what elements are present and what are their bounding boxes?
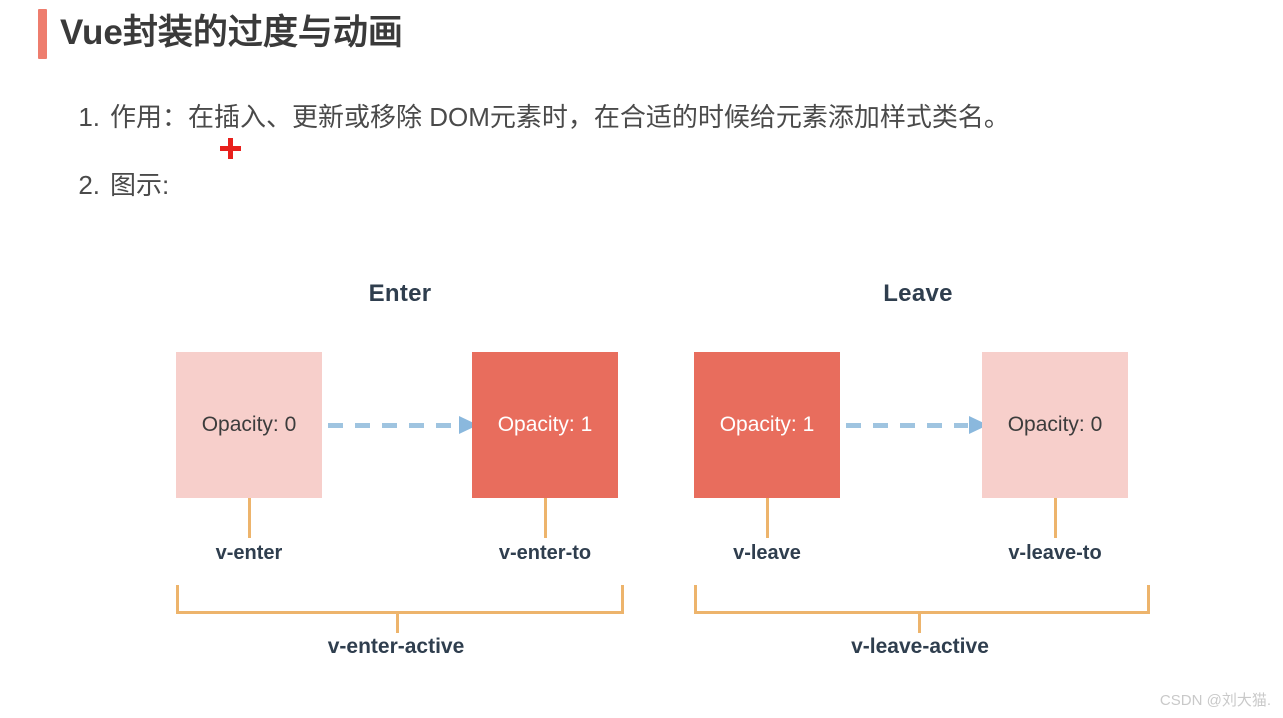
plus-crosshair-cursor-icon	[220, 138, 241, 159]
enter-active-class-label: v-enter-active	[327, 635, 465, 658]
list-item: 1. 作用：在插入、更新或移除 DOM元素时，在合适的时候给元素添加样式类名。	[58, 96, 1283, 138]
title-accent-bar	[38, 9, 47, 59]
page-title: Vue封装的过度与动画	[60, 13, 403, 52]
list-item-text: 图示:	[110, 170, 170, 200]
leave-to-class-label: v-leave-to	[1008, 542, 1102, 564]
enter-active-bracket-stem	[396, 611, 399, 633]
enter-panel: Enter Opacity: 0 Opacity: 1 v-enter v-en…	[160, 255, 640, 685]
content-list: 1. 作用：在插入、更新或移除 DOM元素时，在合适的时候给元素添加样式类名。 …	[0, 96, 1283, 200]
enter-to-class-label: v-enter-to	[498, 542, 592, 564]
enter-transition-arrow-icon	[328, 416, 478, 434]
list-item: 2. 图示:	[58, 164, 1283, 206]
leave-active-class-label: v-leave-active	[851, 635, 989, 658]
leave-from-class-label: v-leave	[733, 542, 801, 564]
transition-lifecycle-diagram: Enter Opacity: 0 Opacity: 1 v-enter v-en…	[0, 255, 1283, 685]
enter-to-stem	[544, 498, 547, 538]
enter-to-box-label: Opacity: 1	[497, 413, 593, 436]
leave-from-stem	[766, 498, 769, 538]
enter-panel-title: Enter	[368, 280, 432, 307]
enter-active-bracket	[176, 585, 624, 614]
arrow-dashes	[328, 423, 458, 428]
list-item-marker: 2.	[78, 170, 100, 200]
enter-from-stem	[248, 498, 251, 538]
list-item-text: 作用：在插入、更新或移除 DOM元素时，在合适的时候给元素添加样式类名。	[110, 102, 1010, 132]
leave-to-box-label: Opacity: 0	[1007, 413, 1103, 436]
leave-transition-arrow-icon	[846, 416, 988, 434]
enter-from-box: Opacity: 0	[176, 352, 322, 498]
leave-panel-title: Leave	[883, 280, 953, 307]
leave-from-box: Opacity: 1	[694, 352, 840, 498]
page-header: Vue封装的过度与动画	[0, 0, 1283, 72]
enter-from-class-label: v-enter	[215, 542, 283, 564]
leave-from-box-label: Opacity: 1	[719, 413, 815, 436]
leave-panel: Leave Opacity: 1 Opacity: 0 v-leave v-le…	[678, 255, 1158, 685]
leave-to-box: Opacity: 0	[982, 352, 1128, 498]
leave-active-bracket	[694, 585, 1150, 614]
leave-active-bracket-stem	[918, 611, 921, 633]
enter-from-box-label: Opacity: 0	[201, 413, 297, 436]
enter-to-box: Opacity: 1	[472, 352, 618, 498]
csdn-watermark: CSDN @刘大猫.	[1159, 692, 1271, 709]
leave-to-stem	[1054, 498, 1057, 538]
arrow-dashes	[846, 423, 968, 428]
list-item-marker: 1.	[78, 102, 100, 132]
